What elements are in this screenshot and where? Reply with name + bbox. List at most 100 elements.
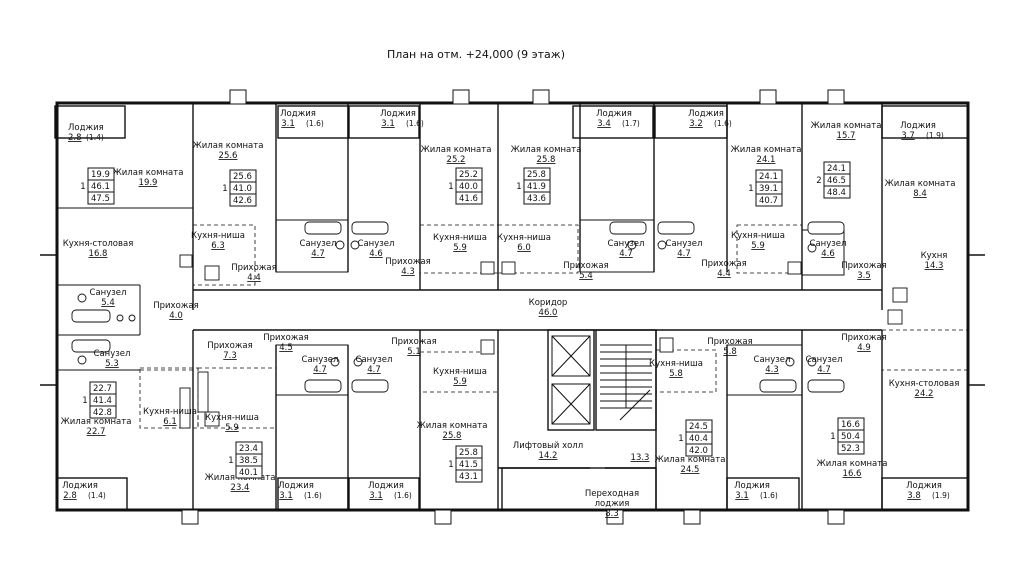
apartment-summaries: 119.946.147.5125.641.042.6125.240.041.61… — [80, 161, 865, 483]
room-name: Прихожая — [153, 301, 199, 311]
room-name: Прихожая — [391, 337, 437, 347]
apartment-total-area: 41.9 — [527, 182, 546, 192]
room-area: 3.1 — [735, 491, 749, 501]
room-area: 4.3 — [401, 267, 415, 277]
room-name: Жилая комната — [421, 145, 492, 155]
room-area: 15.7 — [837, 131, 856, 141]
room-name: Жилая комната — [417, 421, 488, 431]
apartment-living-area: 19.9 — [91, 170, 110, 180]
room-area: 3.1 — [281, 119, 295, 129]
apartment-summary: 119.946.147.5 — [80, 167, 115, 205]
room-name: Жилая комната — [811, 121, 882, 131]
apartment-with-loggia-area: 47.5 — [91, 194, 110, 204]
room-name: Кухня-столовая — [63, 239, 134, 249]
room-area: 5.4 — [101, 298, 115, 308]
room-loggia-reduced-area: (1.7) — [622, 119, 640, 128]
apartment-with-loggia-area: 40.1 — [239, 468, 258, 478]
room-name: Санузел — [806, 355, 843, 365]
room-area: 3.7 — [901, 131, 915, 141]
room-area: 4.0 — [169, 311, 183, 321]
room-area: 23.4 — [231, 483, 250, 493]
room-name: Кухня — [921, 251, 948, 261]
room-area: 6.1 — [163, 417, 177, 427]
room-area: 4.3 — [765, 365, 779, 375]
apartment-room-count: 2 — [816, 176, 821, 186]
room-area: 6.3 — [211, 241, 225, 251]
room-name: Кухня-ниша — [205, 413, 259, 423]
room-area: 19.9 — [139, 178, 158, 188]
apartment-summary: 124.540.442.0 — [678, 419, 713, 457]
room-area: 4.7 — [311, 249, 325, 259]
room-name: Прихожая — [701, 259, 747, 269]
room-name: Лоджия — [62, 481, 98, 491]
room-name: Лоджия — [734, 481, 770, 491]
room-area: 4.7 — [677, 249, 691, 259]
apartment-total-area: 38.5 — [239, 456, 258, 466]
room-name: Кухня-ниша — [433, 367, 487, 377]
room-area: 24.2 — [915, 389, 934, 399]
room-area: 7.3 — [223, 351, 237, 361]
room-area: 5.3 — [105, 359, 119, 369]
room-area: 13.3 — [631, 453, 650, 463]
room-name: Переходная — [585, 489, 639, 499]
room-name: Лоджия — [906, 481, 942, 491]
apartment-living-area: 23.4 — [239, 444, 258, 454]
room-area: 5.9 — [453, 243, 467, 253]
apartment-room-count: 1 — [748, 184, 753, 194]
room-name: Прихожая — [707, 337, 753, 347]
apartment-summary: 224.146.548.4 — [816, 161, 851, 199]
room-name: Прихожая — [231, 263, 277, 273]
room-name: Лифтовый холл — [513, 441, 583, 451]
apartment-with-loggia-area: 40.7 — [759, 196, 778, 206]
room-name: Жилая комната — [885, 179, 956, 189]
room-name: Санузел — [754, 355, 791, 365]
room-name: Прихожая — [207, 341, 253, 351]
room-area: 22.7 — [87, 427, 106, 437]
room-area: 2.8 — [68, 133, 82, 143]
room-loggia-reduced-area: (1.6) — [760, 491, 778, 500]
room-name: Жилая комната — [817, 459, 888, 469]
room-name: Прихожая — [563, 261, 609, 271]
apartment-total-area: 46.1 — [91, 182, 110, 192]
room-area: 3.8 — [907, 491, 921, 501]
apartment-with-loggia-area: 52.3 — [841, 444, 860, 454]
room-area: 5.8 — [669, 369, 683, 379]
walls-and-fixtures — [40, 89, 985, 525]
room-area: 4.7 — [313, 365, 327, 375]
room-name: Кухня-ниша — [433, 233, 487, 243]
plan-title: План на отм. +24,000 (9 этаж) — [387, 48, 565, 61]
room-name: Лоджия — [596, 109, 632, 119]
room-name: Жилая комната — [511, 145, 582, 155]
room-area: 4.4 — [247, 273, 261, 283]
room-name: Прихожая — [263, 333, 309, 343]
room-area: 3.2 — [689, 119, 703, 129]
room-name: Санузел — [94, 349, 131, 359]
room-name: Коридор — [529, 298, 568, 308]
room-label: 13.3 — [631, 453, 650, 463]
